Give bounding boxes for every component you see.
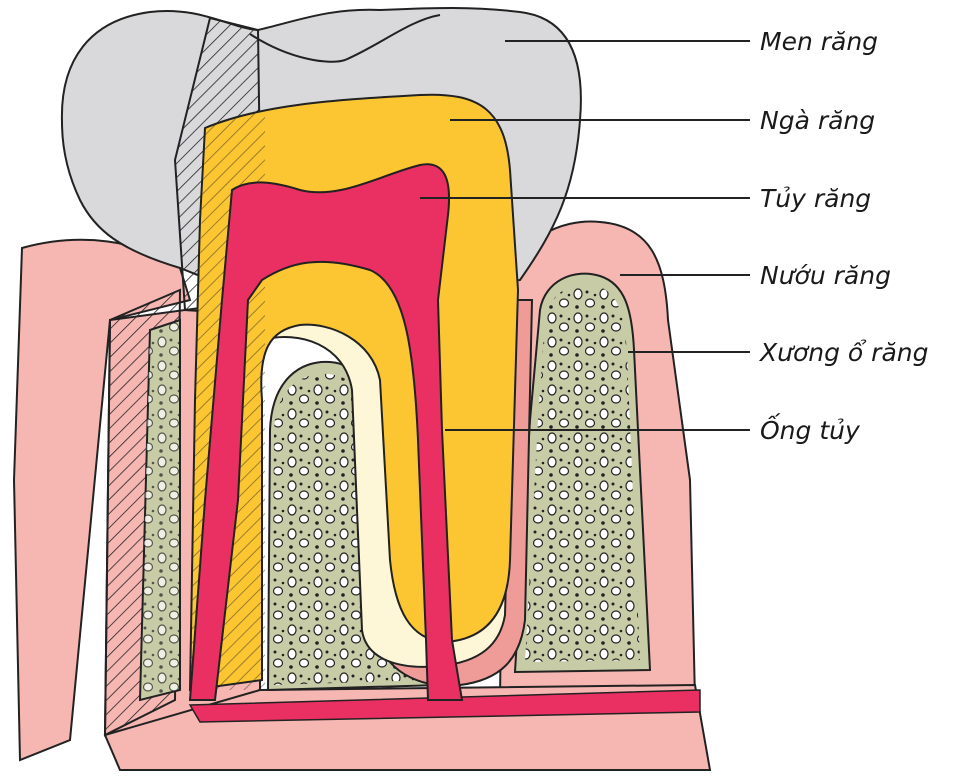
label-dentin: Ngà răng	[760, 106, 875, 135]
label-gum: Nướu răng	[760, 261, 891, 290]
label-alveolar-bone: Xương ổ răng	[758, 338, 928, 367]
label-pulp: Tủy răng	[760, 184, 871, 213]
label-root-canal: Ống tủy	[760, 413, 861, 445]
label-enamel: Men răng	[760, 27, 878, 56]
